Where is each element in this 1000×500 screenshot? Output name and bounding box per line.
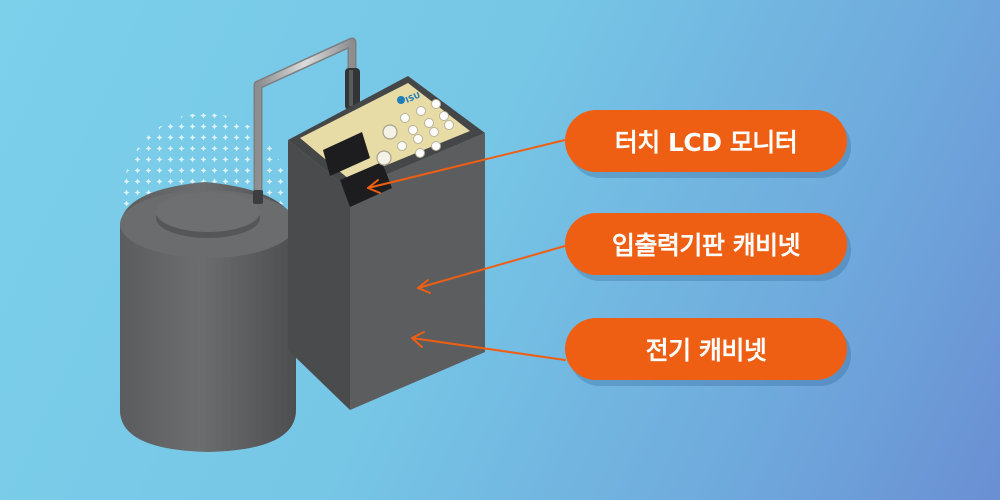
label-touch-lcd-monitor: 터치 LCD 모니터: [565, 110, 847, 172]
arrowhead-electric-cabinet: [411, 331, 425, 348]
storage-tank: [120, 182, 296, 452]
control-cabinet: ISU: [288, 76, 485, 410]
touch-lcd-screen: [340, 162, 392, 207]
arrowhead-touch-lcd: [367, 179, 381, 194]
upper-display: [323, 132, 370, 176]
callout-line-electric-cabinet: [411, 337, 566, 361]
label-electric-cabinet-text: 전기 캐비넷: [645, 336, 767, 365]
callout-line-touch-lcd: [367, 139, 566, 189]
callout-lines: [367, 139, 566, 361]
arrowhead-io-cabinet: [417, 279, 431, 294]
label-electric-cabinet: 전기 캐비넷: [565, 318, 847, 380]
pipe: [253, 37, 360, 204]
label-io-board-cabinet-text: 입출력기판 캐비넷: [611, 231, 801, 260]
label-io-board-cabinet: 입출력기판 캐비넷: [565, 213, 847, 275]
control-buttons: [376, 99, 454, 166]
callout-line-io-cabinet: [417, 245, 566, 289]
label-touch-lcd-monitor-text: 터치 LCD 모니터: [614, 128, 798, 157]
